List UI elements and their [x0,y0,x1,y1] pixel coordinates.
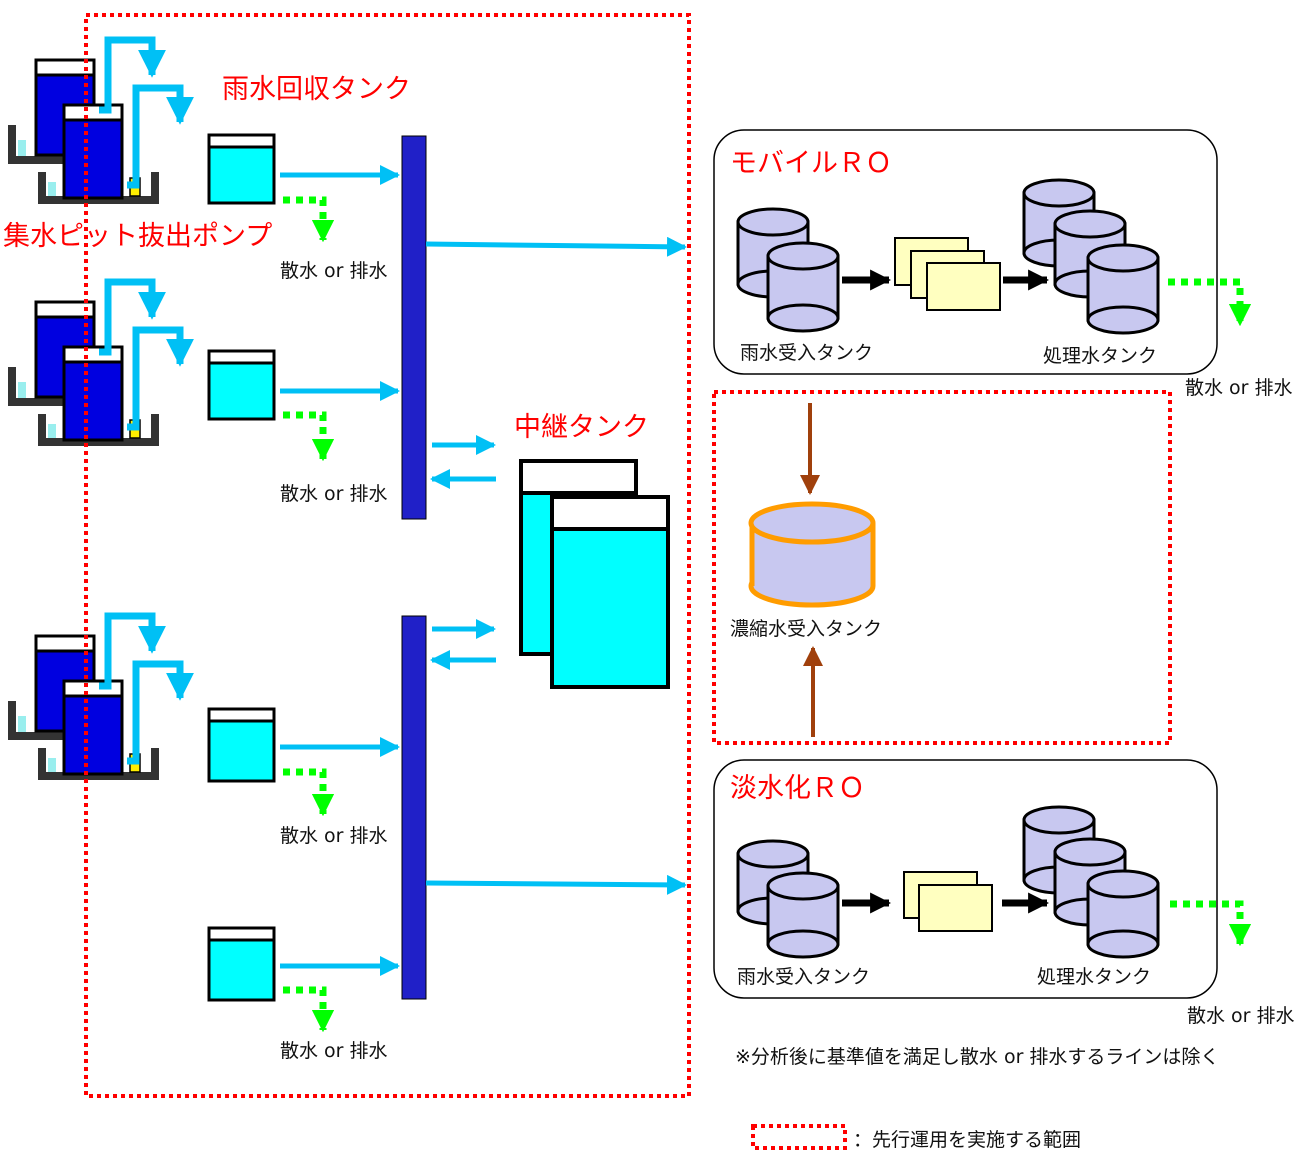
tank-drain-arrows [283,196,335,1033]
mobile-ro-filters [894,237,1001,311]
spray-drain-label-1: 散水 or 排水 [280,260,388,282]
scope-box-main [84,13,691,1098]
relay-tank [519,459,670,689]
desal-ro-drain-arrow [1170,900,1252,947]
note-text: ※分析後に基準値を満足し散水 or 排水するラインは除く [735,1046,1219,1068]
scope-box-concentrate [712,390,1172,745]
spray-drain-label-mobile: 散水 or 排水 [1185,377,1293,399]
pit-pump-group-2 [8,278,194,446]
spray-drain-label-2: 散水 or 排水 [280,483,388,505]
spray-drain-label-desal: 散水 or 排水 [1187,1005,1295,1027]
mobile-ro-title: モバイルＲＯ [730,148,892,179]
pit-pump-title: 集水ピット抜出ポンプ [3,221,272,252]
mobile-ro-treated-cylinders [1022,178,1160,335]
pit-pump-group-1 [8,36,194,204]
legend-text: ：先行運用を実施する範囲 [853,1129,1081,1151]
mobile-ro-drain-arrow [1168,278,1252,327]
rain-tank-1 [207,133,276,205]
desal-ro-receive-cylinders [736,839,840,959]
mobile-ro-receive-label: 雨水受入タンク [740,342,873,364]
concentrate-tank-label: 濃縮水受入タンク [730,618,882,640]
pit-pump-group-3 [8,612,194,780]
rain-tank-4 [207,926,276,1002]
desal-ro-treated-cylinders [1022,805,1160,959]
header-pipe-lower [401,615,427,1000]
desal-ro-filters [903,871,993,932]
concentrate-tank [748,501,876,608]
relay-exchange-arrows [430,435,496,670]
mobile-ro-treated-label: 処理水タンク [1043,345,1157,367]
spray-drain-label-3: 散水 or 排水 [280,825,388,847]
desal-ro-treated-label: 処理水タンク [1037,966,1151,988]
rain-tank-3 [207,707,276,783]
desal-ro-title: 淡水化ＲＯ [730,773,865,804]
flow-to-desal-ro [425,874,687,895]
spray-drain-label-4: 散水 or 排水 [280,1040,388,1062]
flow-to-mobile-ro [425,236,687,257]
header-pipe-upper [401,135,427,520]
tank-to-header-flows [280,165,400,976]
rain-tank-2 [207,349,276,421]
legend-swatch [751,1124,847,1150]
desal-ro-receive-label: 雨水受入タンク [737,966,870,988]
relay-tank-title: 中継タンク [514,412,649,443]
rain-tank-title: 雨水回収タンク [222,74,411,105]
mobile-ro-receive-cylinders [736,207,840,333]
